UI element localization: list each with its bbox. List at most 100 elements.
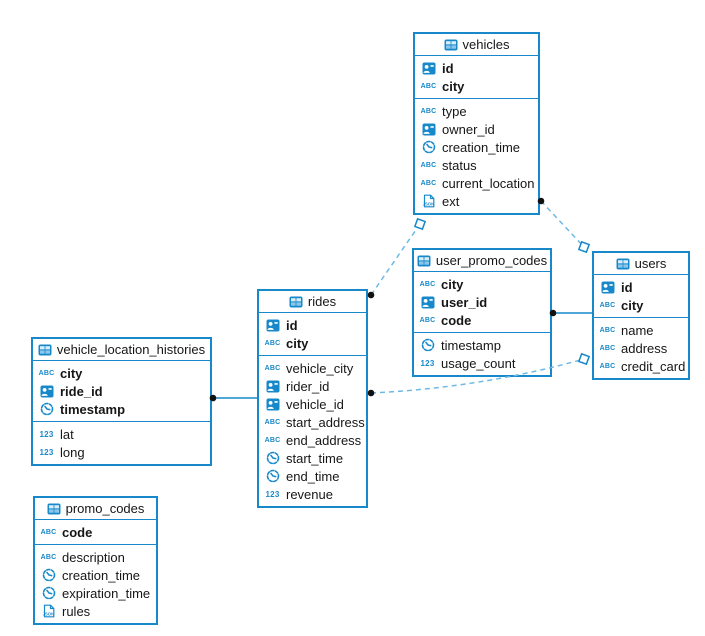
- field-lat[interactable]: 123 lat: [33, 425, 210, 443]
- field-label: name: [621, 322, 654, 338]
- text-icon: ABC: [264, 339, 281, 347]
- field-label: type: [442, 103, 467, 119]
- table-header[interactable]: rides: [259, 291, 366, 313]
- text-icon: ABC: [420, 179, 437, 187]
- field-label: city: [442, 78, 465, 94]
- table-icon: [47, 503, 61, 515]
- table-title: vehicles: [462, 37, 510, 52]
- field-owner_id[interactable]: owner_id: [415, 120, 538, 138]
- field-end_time[interactable]: end_time: [259, 467, 366, 485]
- text-icon: ABC: [420, 82, 437, 90]
- table-icon: [444, 39, 458, 51]
- table-title: vehicle_location_histories: [56, 342, 206, 357]
- relation-dot-marker: [367, 291, 375, 299]
- json-icon: JSON: [420, 194, 437, 208]
- field-timestamp[interactable]: timestamp: [33, 400, 210, 418]
- table-title: promo_codes: [65, 501, 145, 516]
- field-label: rider_id: [286, 378, 330, 394]
- field-label: user_id: [441, 294, 488, 310]
- field-timestamp[interactable]: timestamp: [414, 336, 550, 354]
- field-rider_id[interactable]: rider_id: [259, 377, 366, 395]
- text-icon: ABC: [38, 369, 55, 377]
- field-city[interactable]: ABC city: [415, 77, 538, 95]
- field-label: expiration_time: [62, 585, 151, 601]
- table-header[interactable]: vehicle_location_histories: [33, 339, 210, 361]
- number-icon: 123: [420, 358, 435, 368]
- field-label: timestamp: [60, 401, 126, 417]
- table-title: rides: [307, 294, 337, 309]
- field-label: id: [286, 317, 298, 333]
- table-icon: [616, 258, 630, 270]
- table-header[interactable]: users: [594, 253, 688, 275]
- field-ride_id[interactable]: ride_id: [33, 382, 210, 400]
- field-city[interactable]: ABC city: [33, 364, 210, 382]
- field-label: status: [442, 157, 477, 173]
- table-header[interactable]: promo_codes: [35, 498, 156, 520]
- field-label: address: [621, 340, 668, 356]
- text-icon: ABC: [40, 528, 57, 536]
- field-label: timestamp: [441, 337, 501, 353]
- field-code[interactable]: ABC code: [35, 523, 156, 541]
- text-icon: ABC: [599, 301, 616, 309]
- field-label: code: [62, 524, 93, 540]
- field-start_time[interactable]: start_time: [259, 449, 366, 467]
- uuid-icon: [420, 123, 437, 136]
- field-expiration_time[interactable]: expiration_time: [35, 584, 156, 602]
- text-icon: ABC: [264, 436, 281, 444]
- field-user_id[interactable]: user_id: [414, 293, 550, 311]
- field-label: code: [441, 312, 472, 328]
- timestamp-icon: [420, 140, 437, 154]
- field-label: city: [60, 365, 83, 381]
- timestamp-icon: [40, 586, 57, 600]
- uuid-icon: [264, 380, 281, 393]
- field-id[interactable]: id: [259, 316, 366, 334]
- field-vehicle_id[interactable]: vehicle_id: [259, 395, 366, 413]
- number-icon: 123: [39, 429, 54, 439]
- table-header[interactable]: vehicles: [415, 34, 538, 56]
- field-city[interactable]: ABC city: [594, 296, 688, 314]
- table-header[interactable]: user_promo_codes: [414, 250, 550, 272]
- number-icon: 123: [39, 447, 54, 457]
- primary-key-section: ABC code: [35, 520, 156, 545]
- field-label: lat: [60, 426, 74, 442]
- relation-square-marker: [413, 217, 427, 231]
- table-icon: [417, 255, 431, 267]
- field-creation_time[interactable]: creation_time: [415, 138, 538, 156]
- timestamp-icon: [419, 338, 436, 352]
- field-label: city: [621, 297, 644, 313]
- field-label: creation_time: [62, 567, 141, 583]
- field-id[interactable]: id: [415, 59, 538, 77]
- field-label: start_time: [286, 450, 344, 466]
- field-creation_time[interactable]: creation_time: [35, 566, 156, 584]
- field-label: creation_time: [442, 139, 521, 155]
- field-id[interactable]: id: [594, 278, 688, 296]
